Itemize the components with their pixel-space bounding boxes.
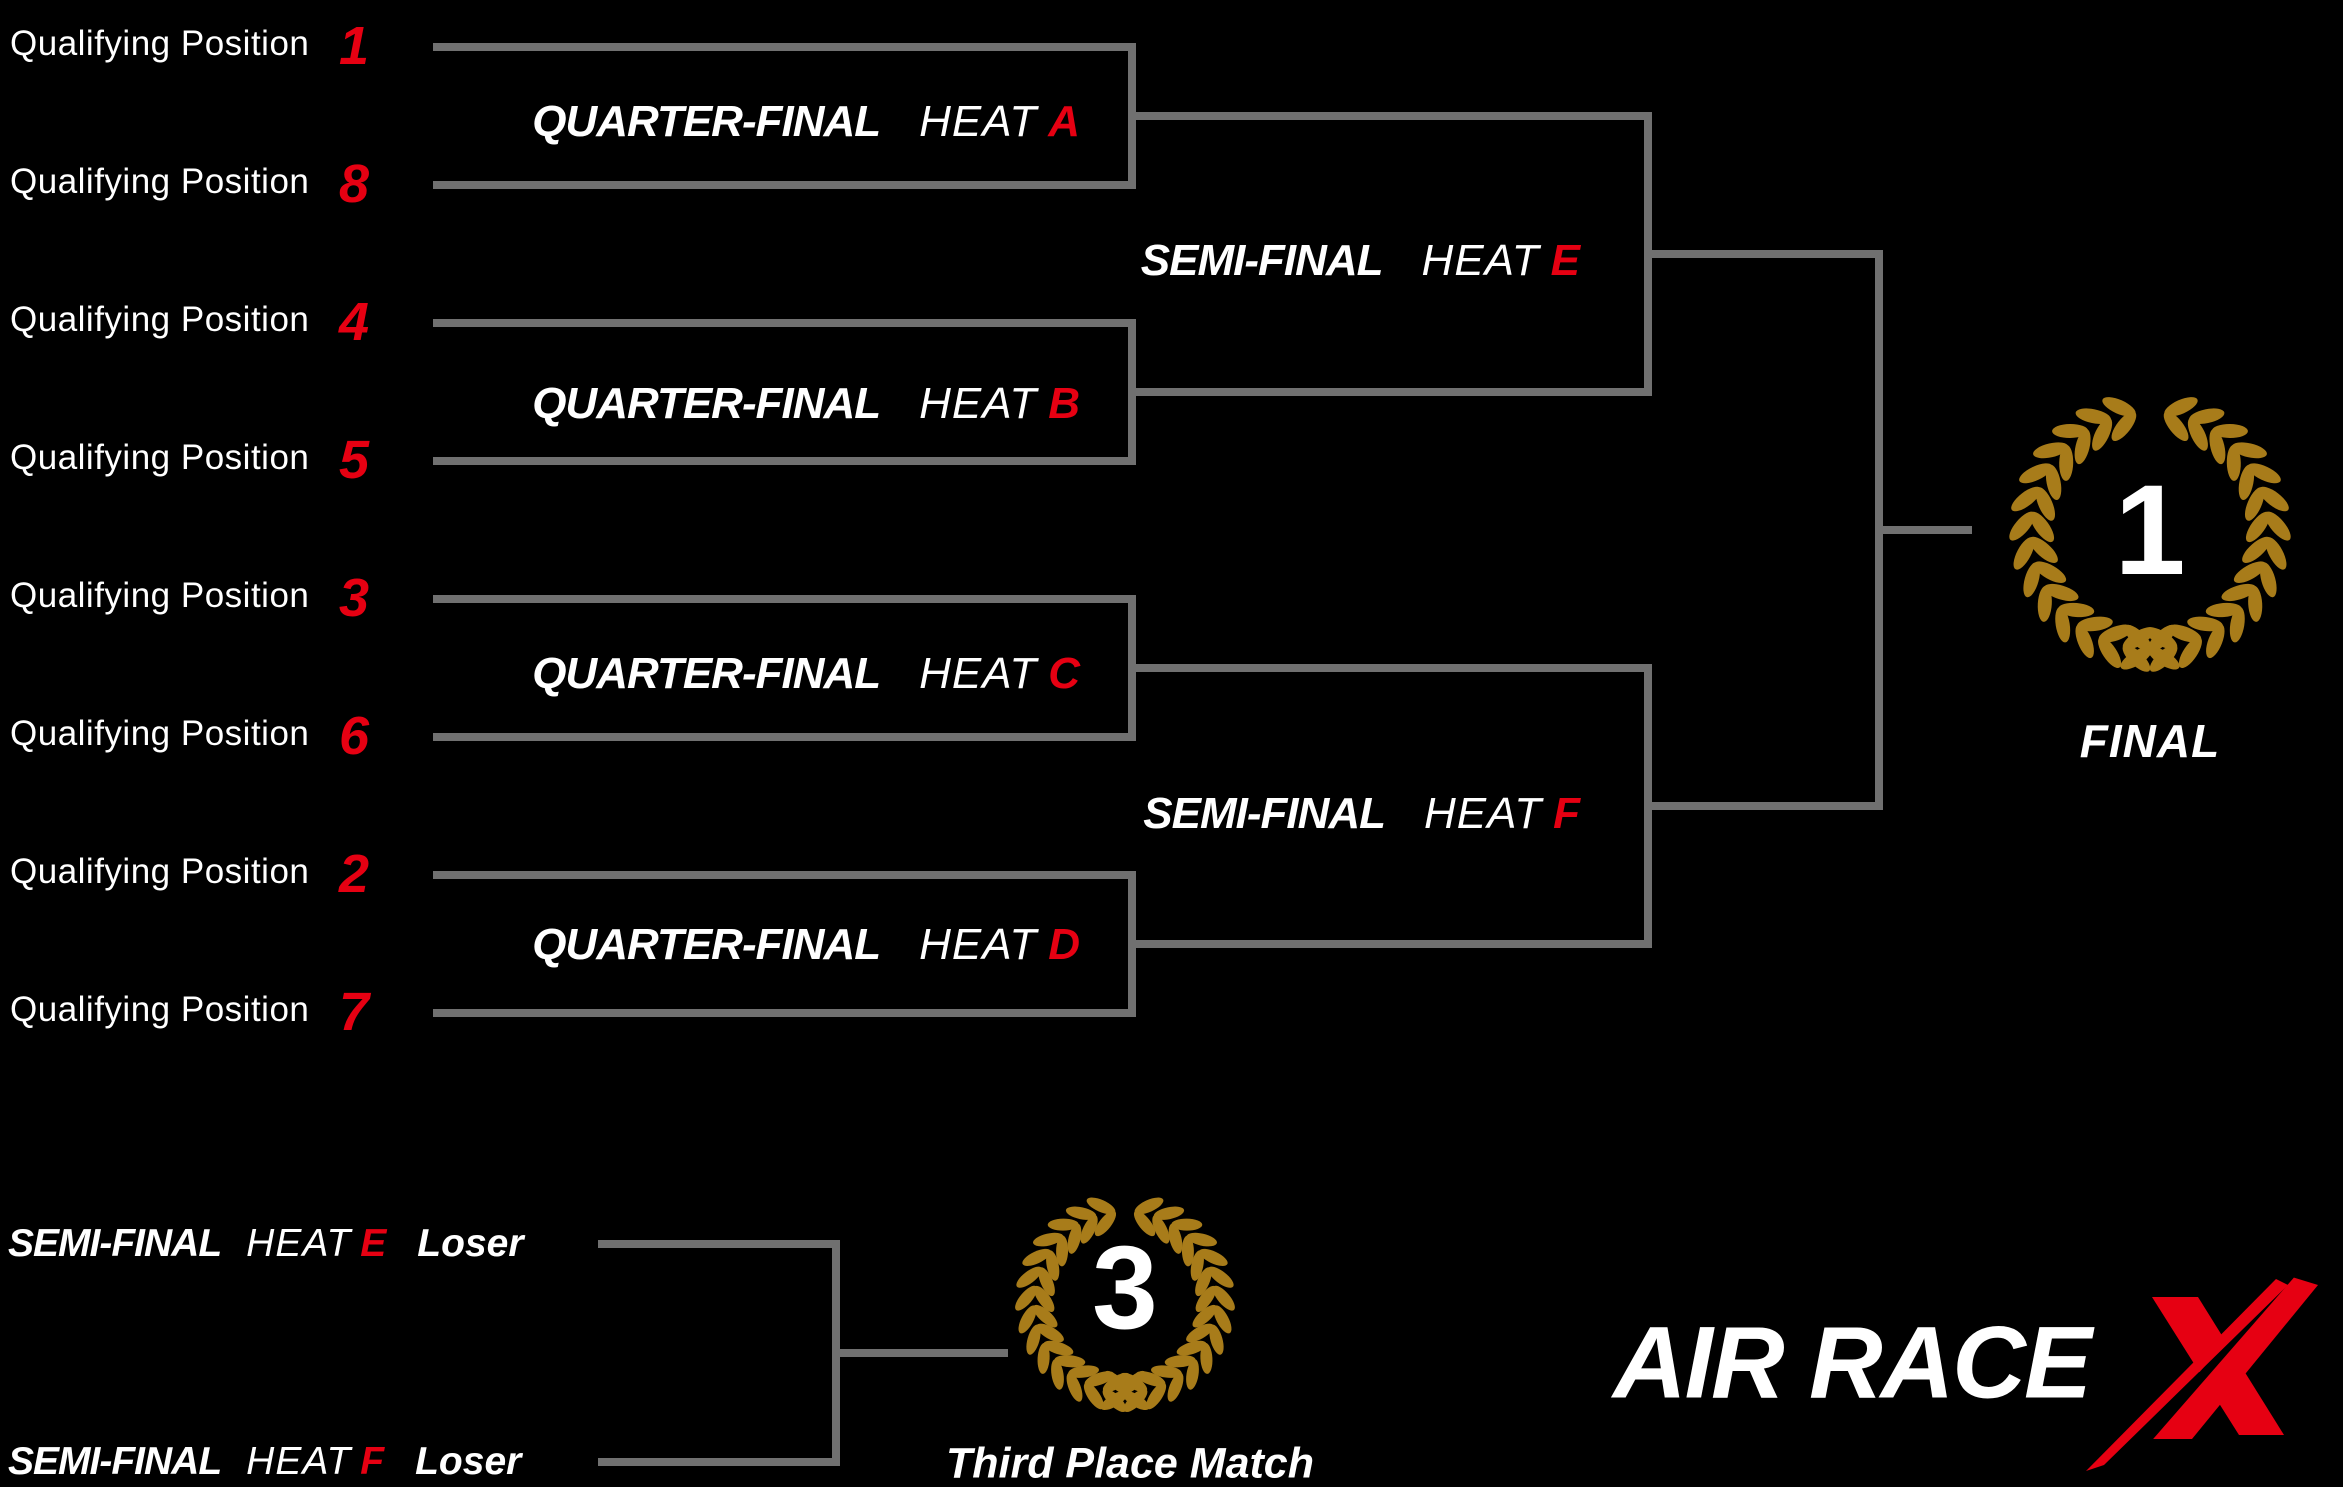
heat-word: HEAT — [246, 1440, 352, 1483]
heat-word: HEAT — [919, 97, 1038, 146]
qualifying-position-number: 8 — [338, 154, 370, 214]
x-icon — [2086, 1274, 2318, 1471]
qualifying-position-label: Qualifying Position — [10, 24, 310, 63]
bracket-line — [433, 871, 1136, 879]
qualifying-position-number: 1 — [338, 16, 370, 76]
air-race-wordmark: AIR RACE — [1612, 1305, 2092, 1420]
quarter-final-heat-c-label: QUARTER-FINAL HEAT C — [430, 649, 1080, 699]
bracket-line — [1644, 802, 1883, 810]
qualifying-position-label: Qualifying Position — [10, 438, 310, 477]
heat-letter: C — [1048, 649, 1080, 698]
stage-name: QUARTER-FINAL — [532, 649, 881, 698]
qualifying-position-label: Qualifying Position — [10, 990, 310, 1029]
qualifying-position-number: 4 — [338, 292, 370, 352]
qualifying-position-number: 6 — [338, 706, 370, 766]
stage-name: SEMI-FINAL — [8, 1440, 222, 1483]
qualifying-position-number: 3 — [338, 568, 370, 628]
bracket-line — [598, 1458, 840, 1466]
loser-word: Loser — [417, 1222, 524, 1265]
laurel-wreath-first-place — [2000, 381, 2300, 686]
heat-letter: F — [1553, 789, 1580, 838]
qualifying-position-number: 5 — [338, 430, 370, 490]
heat-word: HEAT — [1424, 789, 1543, 838]
quarter-final-heat-d-label: QUARTER-FINAL HEAT D — [430, 920, 1080, 970]
qualifying-position-label: Qualifying Position — [10, 576, 310, 615]
bracket-line — [433, 319, 1136, 327]
qualifying-position-label: Qualifying Position — [10, 300, 310, 339]
heat-letter: F — [360, 1440, 385, 1483]
bracket-line — [433, 181, 1136, 189]
bracket-line — [1644, 250, 1883, 258]
heat-letter: D — [1048, 920, 1080, 969]
third-place-entrant-heat-e-loser: SEMI-FINAL HEAT E Loser — [8, 1222, 524, 1266]
stage-name: SEMI-FINAL — [1140, 236, 1384, 285]
semi-final-heat-f-label: SEMI-FINAL HEAT F — [980, 789, 1580, 839]
bracket-line — [1128, 940, 1652, 948]
bracket-line — [433, 595, 1136, 603]
heat-word: HEAT — [919, 649, 1038, 698]
final-caption: FINAL — [2079, 715, 2221, 767]
third-place-number: 3 — [1092, 1222, 1158, 1354]
heat-letter: E — [1550, 236, 1580, 285]
heat-letter: E — [360, 1222, 387, 1265]
stage-name: SEMI-FINAL — [8, 1222, 222, 1265]
heat-letter: B — [1048, 379, 1080, 428]
first-place-number: 1 — [2114, 459, 2186, 602]
bracket-line — [433, 1009, 1136, 1017]
qualifying-position-label: Qualifying Position — [10, 162, 310, 201]
logo-x-mark: X — [2082, 1273, 2342, 1473]
heat-word: HEAT — [919, 920, 1038, 969]
quarter-final-heat-b-label: QUARTER-FINAL HEAT B — [430, 379, 1080, 429]
semi-final-heat-e-label: SEMI-FINAL HEAT E — [980, 236, 1580, 286]
laurel-wreath-third-place — [1005, 1182, 1245, 1427]
stage-name: SEMI-FINAL — [1143, 789, 1386, 838]
bracket-line — [433, 733, 1136, 741]
heat-word: HEAT — [1421, 236, 1540, 285]
bracket-line — [1128, 112, 1652, 120]
qualifying-position-label: Qualifying Position — [10, 852, 310, 891]
stage-name: QUARTER-FINAL — [532, 97, 881, 146]
qualifying-position-label: Qualifying Position — [10, 714, 310, 753]
quarter-final-heat-a-label: QUARTER-FINAL HEAT A — [430, 97, 1080, 147]
third-place-caption: Third Place Match — [946, 1439, 1314, 1487]
heat-word: HEAT — [246, 1222, 352, 1265]
third-place-entrant-heat-f-loser: SEMI-FINAL HEAT F Loser — [8, 1440, 521, 1484]
qualifying-position-number: 2 — [338, 844, 370, 904]
bracket-line — [1128, 388, 1652, 396]
bracket-line — [433, 43, 1136, 51]
bracket-line — [1875, 526, 1972, 534]
stage-name: QUARTER-FINAL — [532, 920, 881, 969]
bracket-line — [433, 457, 1136, 465]
heat-word: HEAT — [919, 379, 1038, 428]
stage-name: QUARTER-FINAL — [532, 379, 881, 428]
bracket-line — [1128, 664, 1652, 672]
bracket-line — [598, 1240, 840, 1248]
heat-letter: A — [1048, 97, 1080, 146]
loser-word: Loser — [415, 1440, 522, 1483]
qualifying-position-number: 7 — [338, 982, 370, 1042]
bracket-line — [832, 1349, 1008, 1357]
